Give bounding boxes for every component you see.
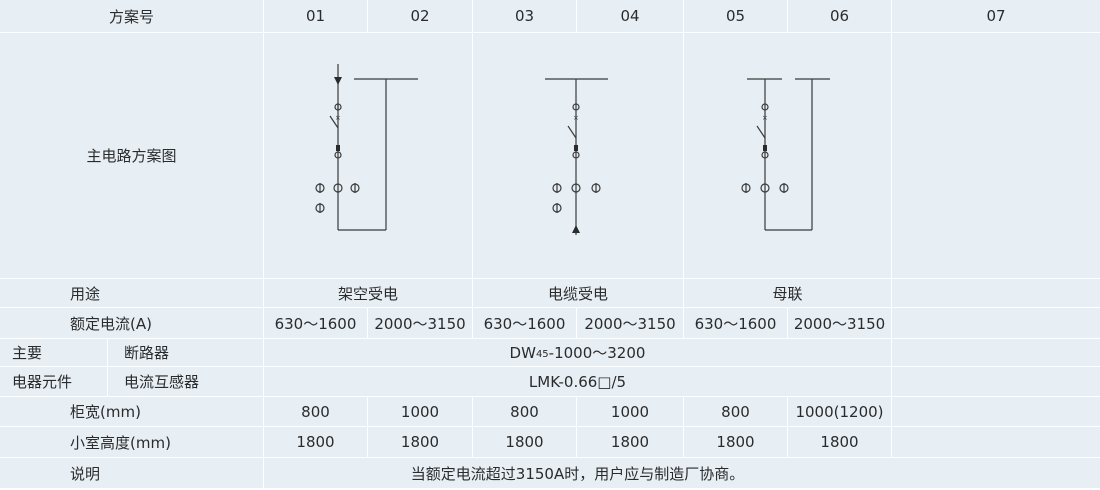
- scheme-05: 05: [725, 7, 746, 25]
- components-group-label-1: 主要: [12, 344, 43, 362]
- width-03: 800: [510, 402, 539, 421]
- col-divider-label: [263, 0, 264, 490]
- note-label: 说明: [70, 464, 101, 483]
- width-04: 1000: [610, 402, 650, 421]
- note-text: 当额定电流超过3150A时，用户应与制造厂协商。: [410, 464, 745, 483]
- scheme-07: 07: [986, 7, 1006, 25]
- room-height-05: 1800: [716, 433, 755, 451]
- width-02: 1000: [400, 402, 440, 421]
- col-divider-04: [576, 0, 577, 32]
- breaker-label: 断路器: [124, 344, 170, 362]
- col-divider-04b: [576, 308, 577, 338]
- scheme-06: 06: [829, 7, 850, 25]
- usage-label: 用途: [70, 284, 101, 303]
- breaker-model-sub: 45: [535, 349, 549, 360]
- diagram-band: [0, 33, 1100, 278]
- col-divider-03b: [472, 397, 473, 457]
- diagram-bus-tie: ×: [741, 78, 830, 231]
- col-divider-03: [472, 0, 473, 338]
- ct-model: LMK-0.66□/5: [528, 372, 627, 391]
- col-divider-05: [683, 0, 684, 338]
- col-divider-sub: [107, 339, 108, 396]
- rated-current-01: 630～1600: [274, 314, 357, 333]
- breaker-model-main: DW: [509, 343, 536, 362]
- col-divider-05b: [683, 397, 684, 457]
- rated-current-label: 额定电流(A): [70, 314, 152, 333]
- breaker-model-rest: -1000～3200: [548, 344, 646, 362]
- usage-cable: 电缆受电: [547, 284, 608, 303]
- rated-current-04: 2000～3150: [584, 314, 676, 333]
- svg-text:×: ×: [573, 114, 579, 122]
- diagram-cable-incoming: ×: [545, 78, 608, 235]
- width-label: 柜宽(mm): [70, 403, 141, 421]
- col-divider-02c: [367, 397, 368, 457]
- col-divider-04c: [576, 397, 577, 457]
- scheme-02: 02: [410, 7, 430, 25]
- width-band: [0, 397, 1100, 426]
- diagram-overhead-incoming: ×: [315, 64, 418, 231]
- room-height-02: 1800: [400, 433, 440, 451]
- col-divider-06c: [787, 397, 788, 457]
- col-divider-02: [367, 0, 368, 32]
- col-divider-07: [891, 0, 892, 458]
- room-height-06: 1800: [820, 433, 859, 451]
- note-band: [0, 458, 1100, 488]
- room-height-03: 1800: [505, 433, 544, 451]
- svg-text:×: ×: [335, 114, 341, 122]
- col-divider-02b: [367, 308, 368, 338]
- usage-band: [0, 279, 1100, 307]
- breaker-band: [0, 339, 1100, 366]
- header-band: [0, 0, 1100, 32]
- width-05: 800: [721, 402, 750, 421]
- rated-current-03: 630～1600: [483, 314, 566, 333]
- room-height-01: 1800: [296, 433, 335, 451]
- scheme-03: 03: [514, 7, 535, 25]
- current-band: [0, 308, 1100, 338]
- components-group-label-2: 电器元件: [12, 373, 73, 391]
- diagram-row-label: 主电路方案图: [86, 147, 177, 165]
- width-01: 800: [301, 402, 330, 421]
- svg-text:×: ×: [762, 114, 768, 122]
- rated-current-05: 630～1600: [694, 314, 777, 333]
- rated-current-06: 2000～3150: [793, 314, 886, 333]
- rated-current-02: 2000～3150: [374, 314, 466, 333]
- room-height-label: 小室高度(mm): [70, 433, 171, 452]
- scheme-01: 01: [305, 7, 326, 25]
- width-06: 1000(1200): [795, 402, 884, 421]
- col-divider-06: [787, 0, 788, 32]
- usage-bus-tie: 母联: [772, 284, 803, 303]
- ct-label: 电流互感器: [124, 373, 200, 391]
- room-height-04: 1800: [610, 433, 650, 451]
- ct-band: [0, 367, 1100, 396]
- header-row-label: 方案号: [108, 7, 154, 26]
- usage-overhead: 架空受电: [337, 284, 398, 303]
- height-band: [0, 427, 1100, 457]
- col-divider-06b: [787, 308, 788, 338]
- scheme-04: 04: [620, 7, 640, 25]
